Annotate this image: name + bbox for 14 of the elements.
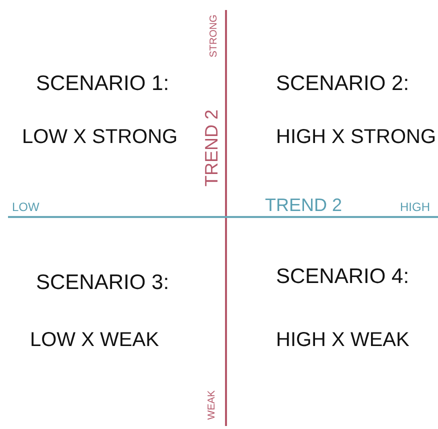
scenario-description: LOW X WEAK	[30, 330, 159, 350]
scenario-heading: SCENARIO 1:	[36, 73, 170, 94]
scenario-heading: SCENARIO 2:	[276, 73, 410, 94]
axis-title: TREND 2	[202, 110, 220, 186]
scenario-heading: SCENARIO 3:	[36, 272, 170, 293]
scenario-description: LOW X STRONG	[22, 127, 178, 147]
axis-end-label: STRONG	[208, 14, 219, 58]
axis-end-label: WEAK	[207, 390, 218, 420]
scenario-heading: SCENARIO 4:	[276, 266, 410, 287]
axis-title: TREND 2	[265, 196, 342, 214]
scenario-description: HIGH X STRONG	[276, 127, 436, 147]
axis-end-label: HIGH	[400, 201, 430, 213]
axis-end-label: LOW	[12, 201, 40, 213]
scenario-description: HIGH X WEAK	[276, 330, 410, 350]
